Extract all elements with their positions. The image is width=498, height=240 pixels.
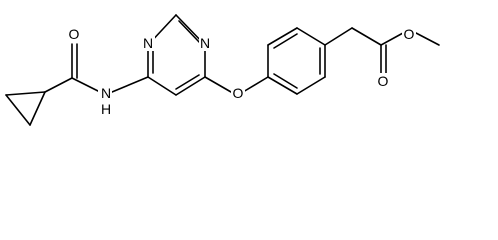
molecule-diagram: O N H N N O O O bbox=[5, 14, 440, 126]
amide-nitrogen-label: N bbox=[101, 85, 111, 101]
ether-phenyl-bond bbox=[242, 76, 269, 93]
benzene-bond-3 bbox=[296, 27, 326, 46]
methoxy-bond bbox=[415, 32, 440, 46]
pyrimidine-n3-label: N bbox=[143, 35, 153, 51]
ester-oxygen-bg bbox=[402, 26, 416, 42]
amide-nitrogen-bg bbox=[98, 86, 112, 116]
ether-oxygen-label: O bbox=[233, 85, 244, 101]
amide-nitrogen-h-label: H bbox=[101, 101, 111, 117]
ester-single-bond bbox=[380, 32, 404, 46]
benzene-bond-5 bbox=[296, 76, 326, 95]
pyrimidine-bond-c2-n1-inner bbox=[178, 20, 202, 45]
benzene-bond-2-inner bbox=[273, 33, 298, 49]
pyrimidine-n1-bg bbox=[199, 35, 211, 51]
cyclopropane-bond-3 bbox=[29, 91, 46, 126]
pyrimidine-n3-bg bbox=[143, 35, 155, 51]
pyrimidine-ether-bond bbox=[204, 76, 232, 93]
ether-oxygen-bg bbox=[231, 85, 245, 101]
pyrimidine-bond-c6-c5-inner bbox=[175, 74, 200, 90]
ester-oxygen-label: O bbox=[404, 26, 415, 42]
cyclopropyl-carbonyl-bond bbox=[44, 77, 73, 93]
amide-pyrimidine-bond bbox=[111, 76, 149, 93]
amide-oxygen-label: O bbox=[69, 26, 80, 42]
pyrimidine-bond-c6-c5 bbox=[175, 76, 206, 96]
benzene-bond-6 bbox=[267, 76, 298, 95]
carbonyl-nitrogen-bond bbox=[71, 77, 101, 93]
cyclopropane-bond-1 bbox=[5, 94, 31, 126]
pyrimidine-n1-label: N bbox=[200, 35, 210, 51]
benzene-bond-2 bbox=[267, 27, 298, 46]
cyclopropane-bond-2 bbox=[5, 91, 46, 96]
amide-oxygen-bg bbox=[68, 26, 80, 42]
pyrimidine-bond-c5-c4 bbox=[147, 76, 177, 96]
structure-canvas: O N H N N O O O bbox=[5, 14, 440, 126]
ester-carbonyl-oxygen-label: O bbox=[378, 73, 389, 89]
ester-carbonyl-oxygen-bg bbox=[376, 73, 390, 89]
phenyl-methylene-bond bbox=[324, 27, 353, 46]
benzene-bond-6-inner bbox=[273, 73, 298, 89]
methylene-ester-bond bbox=[351, 27, 382, 46]
